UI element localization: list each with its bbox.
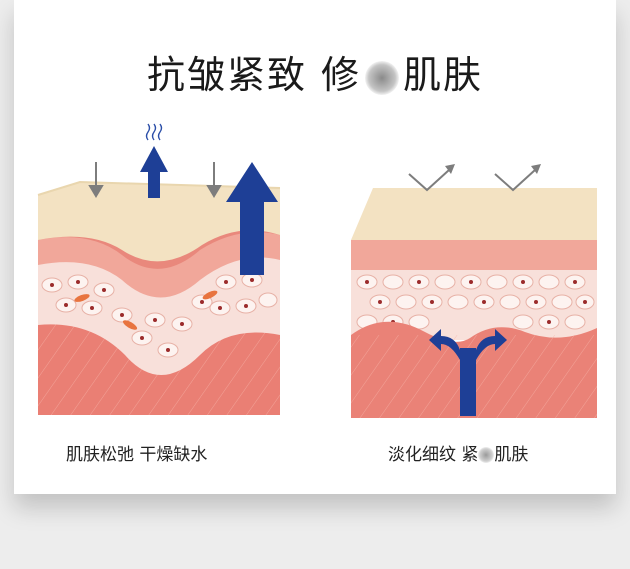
skin-diagram-firm [351, 164, 597, 418]
up-arrow-icon [140, 146, 278, 275]
blurred-character [365, 60, 400, 95]
lift-arrow-icon [408, 169, 536, 192]
caption-right-part2: 肌肤 [494, 445, 529, 465]
title-text-part2: 肌肤 [403, 53, 484, 97]
page-title: 抗皱紧致 修肌肤 [0, 44, 630, 99]
blurred-character [478, 447, 495, 463]
down-arrow-icon [88, 162, 222, 198]
skin-diagram-sagging [37, 123, 281, 415]
title-text-part1: 抗皱紧致 修 [146, 53, 362, 97]
caption-right-part1: 淡化细纹 紧 [388, 445, 479, 465]
support-arrow-icon [429, 329, 507, 416]
caption-right: 淡化细纹 紧肌肤 [388, 440, 528, 465]
caption-left: 肌肤松弛 干燥缺水 [66, 445, 208, 465]
evaporation-icon [145, 123, 163, 141]
